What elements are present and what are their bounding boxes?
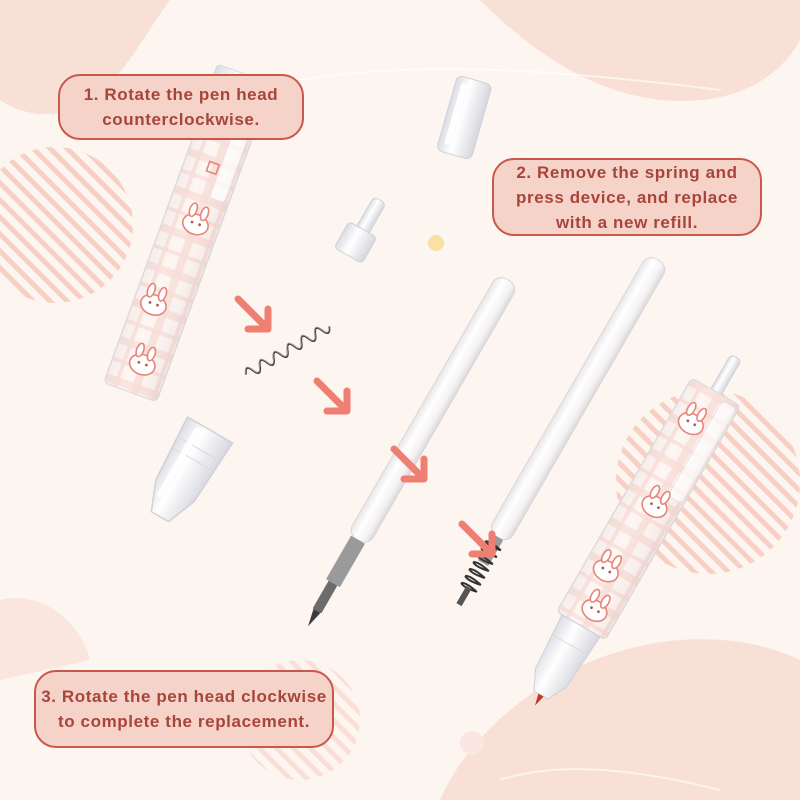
step-2-line-2: press device, and replace [516,187,738,207]
step-1-callout: 1. Rotate the pen head counterclockwise. [58,74,304,140]
assembled-pen-icon [533,355,741,706]
step-3-callout: 3. Rotate the pen head clockwise to comp… [34,670,334,748]
pen-grip-icon [150,415,234,523]
spring-icon [244,325,331,375]
step-1-line-1: 1. Rotate the pen head [83,85,279,104]
yellow-dot [428,235,444,251]
arrow-icon-4 [462,524,492,554]
step-3-line-2: to complete the replacement. [57,712,311,731]
striped-circle-left [0,147,133,303]
step-1-text: 1. Rotate the pen head counterclockwise. [84,82,279,132]
refill-with-spring-icon [456,257,666,607]
step-2-callout: 2. Remove the spring and press device, a… [492,158,762,236]
arrow-icon-1 [238,299,268,329]
step-2-line-3: with a new refill. [555,212,699,232]
step-3-text: 3. Rotate the pen head clockwise to comp… [41,684,327,734]
press-device-icon [335,197,385,263]
step-3-line-1: 3. Rotate the pen head clockwise [41,687,327,706]
pink-dot [460,731,484,755]
refill-icon [308,277,516,627]
step-2-text: 2. Remove the spring and press device, a… [516,160,738,235]
step-2-line-1: 2. Remove the spring and [516,162,738,182]
arrow-icon-2 [317,381,347,411]
step-1-line-2: counterclockwise. [102,110,260,129]
pen-cap-icon [437,75,492,160]
